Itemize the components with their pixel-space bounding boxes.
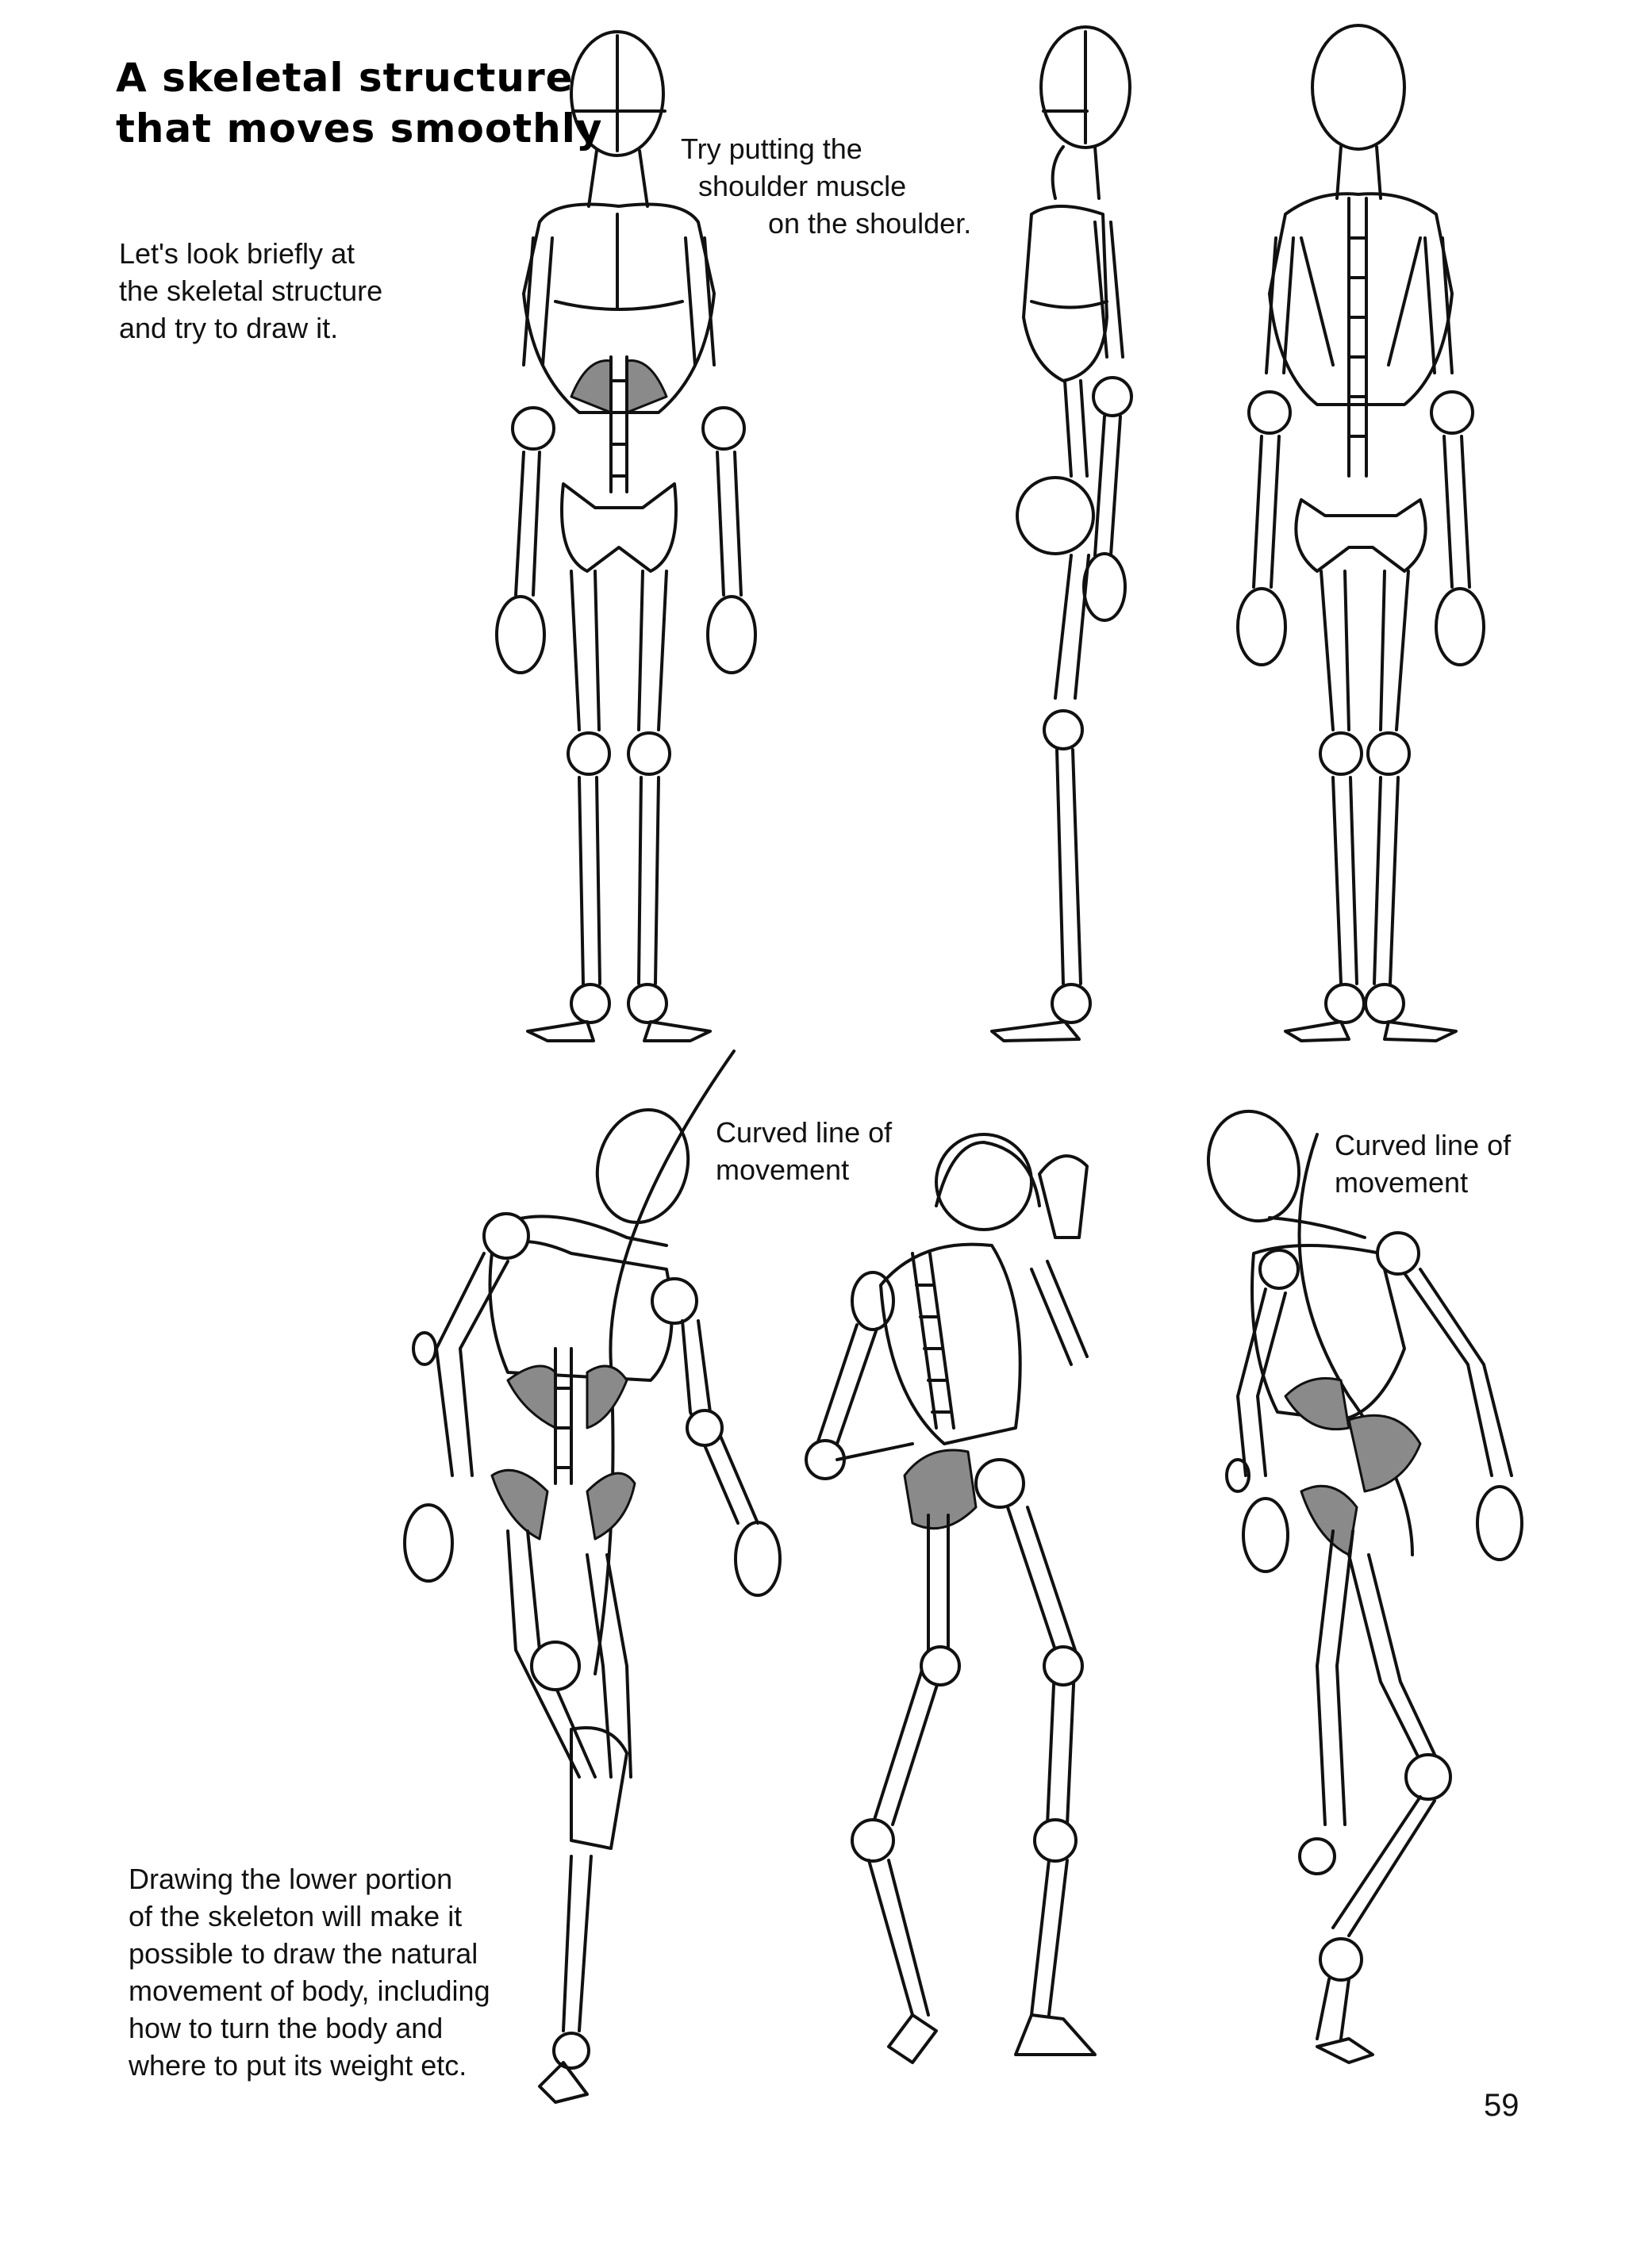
lower-skeleton-paragraph: Drawing the lower portion of the skeleto… — [129, 1860, 490, 2084]
curve-note-line: movement — [716, 1153, 850, 1186]
intro-line: Let's look briefly at — [119, 237, 355, 270]
lower-text-line: how to turn the body and — [129, 2012, 444, 2044]
lower-text-line: Drawing the lower portion — [129, 1863, 453, 1895]
lower-text-line: where to put its weight etc. — [129, 2049, 467, 2082]
curve-line-note-left: Curved line of movement — [716, 1114, 892, 1188]
page-number: 59 — [1484, 2088, 1519, 2123]
skeleton-back-bent-pose — [805, 1133, 1097, 2064]
curve-line-note-right: Curved line of movement — [1335, 1126, 1511, 1201]
skeleton-walking-pose — [403, 1050, 782, 2104]
intro-line: and try to draw it. — [119, 312, 339, 344]
curve-note-line: Curved line of — [1335, 1129, 1512, 1161]
curve-note-line: Curved line of — [716, 1116, 893, 1149]
intro-line: the skeletal structure — [119, 274, 383, 307]
skeleton-twisting-pose — [1206, 1109, 1523, 2064]
title-line: A skeletal structure — [116, 55, 574, 101]
shoulder-muscle-note: Try putting the shoulder muscle on the s… — [681, 130, 971, 242]
lower-text-line: possible to draw the natural — [129, 1937, 478, 1970]
skeleton-back-view — [1236, 24, 1485, 1042]
title-line: that moves smoothly — [116, 106, 603, 152]
shoulder-note-line: shoulder muscle — [698, 170, 907, 202]
intro-paragraph: Let's look briefly at the skeletal struc… — [119, 235, 382, 347]
skeleton-front-view — [495, 30, 757, 1042]
curve-note-line: movement — [1335, 1166, 1469, 1199]
lower-text-line: movement of body, including — [129, 1974, 490, 2007]
skeleton-side-view — [990, 25, 1133, 1042]
lower-text-line: of the skeleton will make it — [129, 1900, 463, 1932]
shoulder-note-line: on the shoulder. — [768, 207, 972, 240]
shoulder-note-line: Try putting the — [681, 132, 862, 165]
page-title: A skeletal structure that moves smoothly — [116, 52, 602, 154]
